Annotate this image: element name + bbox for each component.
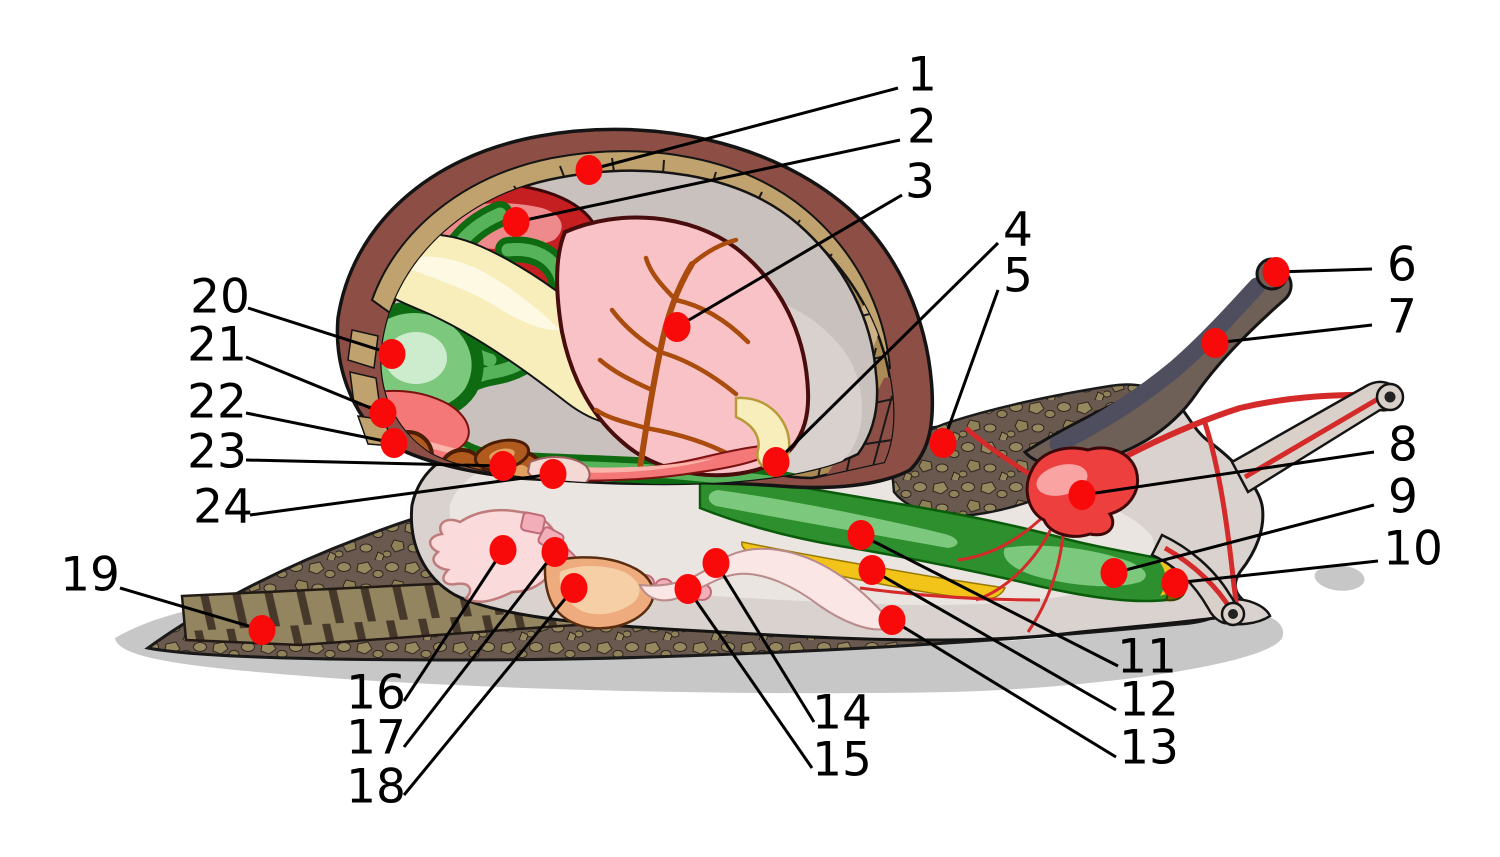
marker-dot-19 [248,615,276,645]
leader-line-16 [402,549,505,702]
small-tentacle-upper [1230,380,1405,494]
leader-line-17 [402,551,557,748]
label-number-3: 3 [905,155,935,210]
leader-line-14 [714,562,816,723]
label-number-14: 14 [812,686,872,741]
marker-dot-8 [1068,480,1096,510]
label-number-1: 1 [907,48,937,103]
marker-dot-12 [858,555,886,585]
gland-veins [593,237,751,471]
marker-dots [248,155,1290,645]
leader-line-3 [676,193,903,329]
leader-line-7 [1214,323,1373,345]
marker-dot-5 [929,428,957,458]
label-number-22: 22 [187,375,247,430]
marker-dot-15 [674,574,702,604]
leader-line-23 [245,458,504,468]
leader-line-10 [1174,559,1379,585]
leader-line-5 [941,289,1000,444]
leader-line-11 [860,533,1119,668]
leader-line-2 [515,138,901,224]
leader-line-20 [247,306,393,356]
label-number-10: 10 [1383,522,1443,577]
marker-dot-16 [489,535,517,565]
label-number-21: 21 [187,318,247,373]
marker-dot-22 [380,428,408,458]
marker-dot-17 [541,537,569,567]
marker-dot-7 [1201,328,1229,358]
leader-line-18 [402,587,576,796]
marker-dot-3 [663,312,691,342]
label-number-2: 2 [907,100,937,155]
tentacle-tip-dot [1384,391,1396,403]
leader-line-8 [1081,450,1375,497]
label-number-23: 23 [187,425,247,480]
label-number-20: 20 [190,270,250,325]
leader-lines [119,86,1379,796]
leader-line-9 [1113,503,1375,575]
label-number-4: 4 [1003,203,1033,258]
label-number-19: 19 [60,548,120,603]
label-number-24: 24 [193,480,253,535]
leader-line-15 [686,588,814,769]
marker-dot-6 [1262,257,1290,287]
marker-dot-4 [762,447,790,477]
label-number-7: 7 [1387,290,1417,345]
label-number-6: 6 [1387,238,1417,293]
label-number-8: 8 [1388,418,1418,473]
marker-dot-11 [847,520,875,550]
marker-dot-10 [1161,568,1189,598]
leader-line-4 [774,241,1000,464]
leader-line-22 [245,411,395,445]
marker-dot-18 [560,573,588,603]
label-number-13: 13 [1119,721,1179,776]
label-number-16: 16 [346,666,406,721]
marker-dot-2 [502,207,530,237]
marker-dot-1 [575,155,603,185]
shell [335,127,935,490]
leader-line-1 [588,86,899,172]
tentacle-tip-dot [1228,609,1238,619]
label-number-11: 11 [1117,630,1177,685]
label-number-12: 12 [1119,673,1179,728]
marker-dot-13 [878,605,906,635]
marker-dot-23 [489,451,517,481]
label-number-17: 17 [346,711,406,766]
marker-dot-20 [378,339,406,369]
label-number-15: 15 [812,733,872,788]
label-number-5: 5 [1003,249,1033,304]
leader-line-12 [871,568,1117,712]
leader-line-13 [891,618,1117,759]
label-number-9: 9 [1388,470,1418,525]
marker-dot-21 [369,398,397,428]
leader-line-21 [245,355,384,415]
marker-dot-24 [539,459,567,489]
marker-dot-14 [702,548,730,578]
leader-line-6 [1275,267,1373,274]
marker-dot-9 [1100,558,1128,588]
label-number-18: 18 [346,760,406,815]
leader-line-19 [119,586,263,632]
